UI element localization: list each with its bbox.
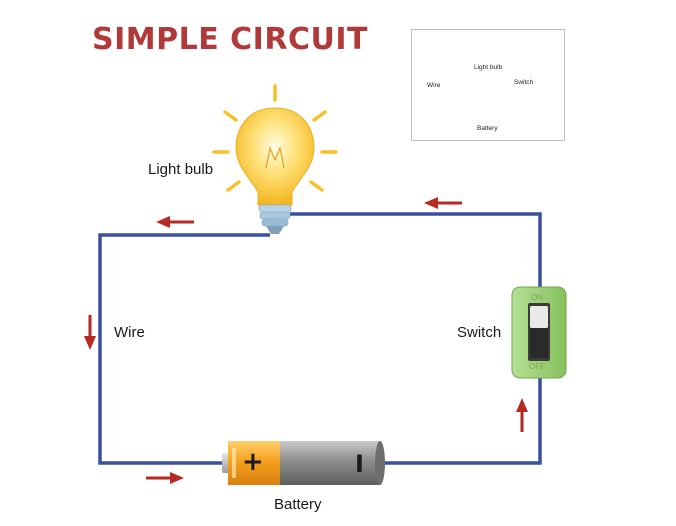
light-bulb-icon [212, 84, 338, 234]
inset-label-light-bulb: Light bulb [474, 64, 503, 71]
switch-off-text: OFF [529, 362, 545, 371]
wire-bottom-right-segment [380, 378, 542, 465]
wire-top-segment [290, 212, 542, 287]
current-arrows [84, 197, 528, 484]
switch-label: Switch [457, 324, 502, 341]
inset-panel [411, 29, 565, 141]
bulb-rays [212, 84, 338, 192]
battery-label: Battery [274, 496, 322, 513]
inset-label-battery: Battery [477, 125, 498, 132]
battery-minus-sign: I [355, 450, 364, 478]
bulb-base [258, 204, 292, 234]
page-title: SIMPLE CIRCUIT [92, 22, 368, 57]
battery-plus-sign: + [242, 447, 264, 477]
inset-label-switch: Switch [514, 79, 534, 86]
switch-icon [511, 286, 567, 379]
inset-label-wire: Wire [427, 82, 441, 89]
wire-label: Wire [114, 324, 145, 341]
arrow-top-left [156, 216, 194, 228]
battery-icon [222, 441, 385, 485]
wire-left-segment [98, 233, 270, 465]
light-bulb-label: Light bulb [148, 161, 214, 178]
arrow-right-up [516, 398, 528, 432]
arrow-left-down [84, 315, 96, 350]
arrow-top-right [424, 197, 462, 209]
arrow-bottom-right [146, 472, 184, 484]
wire [98, 212, 542, 465]
switch-on-text: ON [531, 293, 543, 302]
